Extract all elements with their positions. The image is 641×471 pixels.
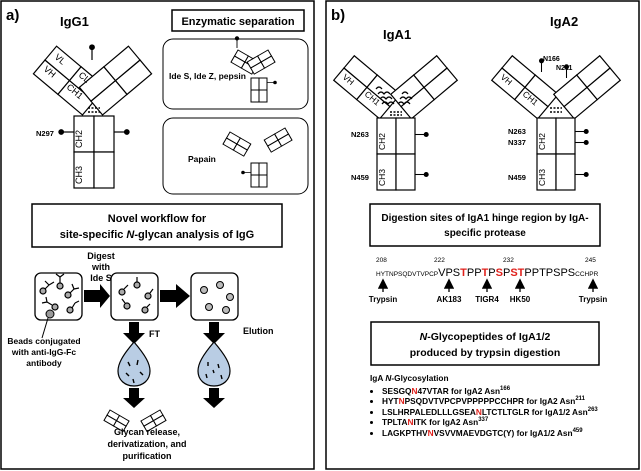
cleavage-hk50: HK50	[510, 295, 531, 304]
digest-line2: with	[91, 262, 110, 272]
digest-line3: Ide S	[90, 273, 112, 283]
cleavage-tigr4: TIGR4	[475, 295, 499, 304]
iga2-title: IgA2	[550, 14, 578, 29]
cleavage-arrows	[377, 278, 599, 292]
cleavage-trypsin-right: Trypsin	[579, 295, 608, 304]
iga2-n459-label: N459	[508, 173, 526, 182]
panel-b-label: b)	[331, 7, 345, 24]
glycopeptides-title-box	[370, 321, 600, 366]
peptide-item: SESGQN47VTAR for IgA2 Asn166	[382, 386, 635, 397]
igg1-ch2-label: CH2	[74, 130, 84, 148]
glycosylation-list: IgA N-Glycosylation SESGQN47VTAR for IgA…	[370, 373, 635, 438]
hinge-pos-222: 222	[434, 257, 445, 264]
hinge-pos-232: 232	[503, 257, 514, 264]
iga2-n166-label: N166	[543, 56, 560, 63]
hinge-pos-208: 208	[376, 257, 387, 264]
iga1-n263-glycan-icon	[415, 131, 429, 138]
peptide-item: HYTNPSQDVTVPCPVPPPPPCCHPR for IgA2 Asn21…	[382, 396, 635, 407]
glycosylation-header: IgA N-Glycosylation	[370, 373, 449, 383]
panel-a-frame	[0, 0, 315, 470]
bead-icon	[45, 309, 55, 319]
ft-fragments	[103, 409, 167, 433]
igg1-fab-glycan-icon	[88, 44, 96, 60]
panel-a-label: a)	[6, 7, 19, 24]
peptide-item: LSLHRPALEDLLLGSEANLTCTLTGLR for IgA1/2 A…	[382, 407, 635, 418]
iga2-n459-glycan-icon	[575, 171, 589, 178]
hinge-sequence: HYTNPSQDVTVPCPVPSTPPTPSPSTPPTPSPSCCHPR	[376, 267, 599, 279]
iga2-antibody	[490, 54, 622, 191]
bead-tube-3	[190, 272, 239, 321]
peptide-item: TPLTANITK for IgA2 Asn337	[382, 417, 635, 428]
papain-fragments	[222, 127, 293, 188]
panel-b-frame	[325, 0, 640, 470]
iga1-n459-label: N459	[351, 173, 369, 182]
iga1-hinge-glycans	[375, 86, 413, 105]
cleavage-trypsin-left: Trypsin	[369, 295, 398, 304]
igg1-antibody	[32, 45, 153, 189]
elution-drop-icon	[197, 341, 231, 387]
iga2-ch3-label: CH3	[537, 169, 547, 186]
glycopeptides-title-line1: N-Glycopeptides of IgA1/2	[420, 331, 551, 343]
iga1-hinge-bonds	[390, 111, 402, 116]
iga1-n459-glycan-icon	[415, 171, 429, 178]
ides-label: Ide S, Ide Z, pepsin	[169, 71, 246, 81]
n297-label: N297	[36, 129, 54, 138]
igg1-title: IgG1	[60, 14, 89, 29]
drop-contents	[125, 359, 223, 384]
iga1-n263-label: N263	[351, 130, 369, 139]
iga1-ch2-label: CH2	[377, 133, 387, 150]
bead-tube-1	[34, 272, 83, 321]
beads-line1: Beads conjugated	[7, 336, 80, 346]
beads-line2: with anti-IgG-Fc	[11, 347, 76, 357]
workflow-title-line2: site-specific N-glycan analysis of IgG	[60, 229, 254, 241]
beads-pointer	[41, 317, 49, 339]
hinge-pos-245: 245	[585, 257, 596, 264]
bead-tube-2	[110, 272, 159, 321]
digest-line1: Digest	[87, 251, 115, 261]
glycan-release-line3: purification	[123, 451, 172, 461]
igg1-hinge	[88, 107, 100, 113]
iga2-n337-label: N337	[508, 138, 526, 147]
iga1-title: IgA1	[383, 27, 411, 42]
wash-arrow-icon	[160, 284, 190, 308]
digestion-title-box	[369, 203, 601, 247]
ft-drop-icon	[117, 341, 151, 387]
glycan-release-line2: derivatization, and	[107, 439, 186, 449]
glycan-release-line1: Glycan release,	[114, 427, 180, 437]
iga2-n337-glycan-icon	[575, 139, 589, 146]
elution-down-arrow-icon	[203, 388, 225, 408]
glycopeptides-title-line2: produced by trypsin digestion	[410, 347, 561, 359]
papain-label: Papain	[188, 154, 216, 164]
digestion-title-line1: Digestion sites of IgA1 hinge region by …	[381, 213, 588, 224]
enzymatic-title: Enzymatic separation	[181, 16, 294, 28]
workflow-title-box	[31, 203, 283, 248]
elution-arrow-icon	[203, 322, 225, 344]
workflow-title-line1: Novel workflow for	[108, 213, 207, 225]
iga2-n211-label: N211	[556, 65, 572, 72]
igg1-glycan-left-icon	[58, 128, 74, 136]
cleavage-ak183: AK183	[437, 295, 462, 304]
igg1-glycan-right-icon	[114, 128, 130, 136]
iga2-n263-glycan-icon	[575, 128, 589, 135]
iga2-ch2-label: CH2	[537, 133, 547, 150]
digest-arrow-icon	[84, 284, 110, 308]
igg1-ch3-label: CH3	[74, 166, 84, 184]
iga1-ch3-label: CH3	[377, 169, 387, 186]
ft-arrow-icon	[123, 322, 145, 344]
release-arrow-icon	[123, 388, 145, 408]
iga2-hinge-bonds	[550, 107, 562, 113]
beads-line3: antibody	[26, 358, 62, 368]
peptide-item: LAGKPTHVNVSVVMAEVDGTC(Y) for IgA1/2 Asn4…	[382, 428, 635, 439]
elution-label: Elution	[243, 326, 274, 336]
iga2-n263-label: N263	[508, 127, 526, 136]
ft-label: FT	[149, 329, 160, 339]
enzymatic-title-box	[171, 9, 305, 32]
ides-fragments	[230, 49, 276, 103]
digestion-title-line2: specific protease	[444, 228, 526, 239]
